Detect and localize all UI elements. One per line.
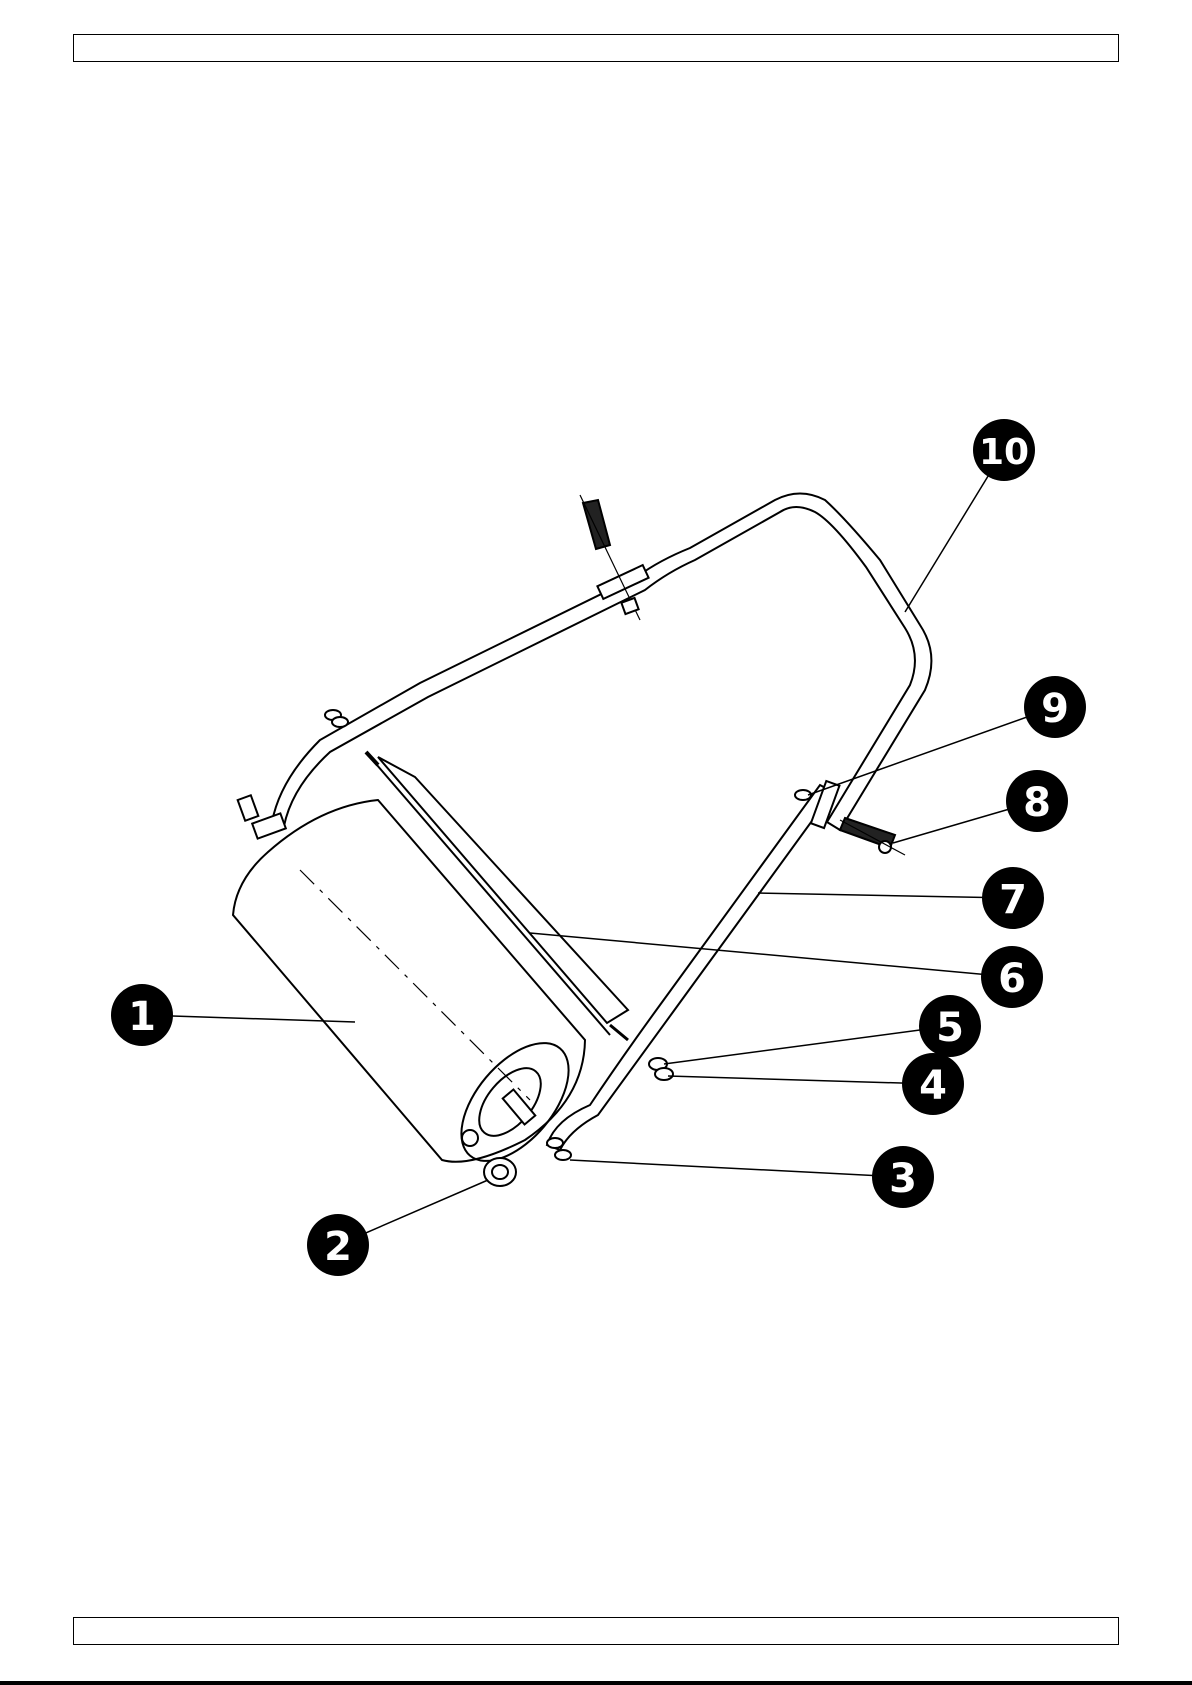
bottom-edge-rule xyxy=(0,1681,1192,1685)
callout-10: 10 xyxy=(973,419,1035,481)
svg-text:8: 8 xyxy=(1023,780,1051,826)
svg-text:5: 5 xyxy=(936,1005,964,1051)
svg-text:1: 1 xyxy=(128,994,156,1040)
page-footer-box xyxy=(73,1617,1119,1645)
callout-1: 1 xyxy=(111,984,173,1046)
svg-text:10: 10 xyxy=(979,432,1029,473)
callout-7: 7 xyxy=(982,867,1044,929)
svg-text:3: 3 xyxy=(889,1156,917,1202)
svg-text:2: 2 xyxy=(324,1224,352,1270)
svg-text:7: 7 xyxy=(999,877,1027,923)
callout-5: 5 xyxy=(919,995,981,1057)
callout-4: 4 xyxy=(902,1053,964,1115)
roller-drum xyxy=(233,800,589,1180)
callout-2: 2 xyxy=(307,1214,369,1276)
svg-text:9: 9 xyxy=(1041,686,1069,732)
callout-9: 9 xyxy=(1024,676,1086,738)
callout-6: 6 xyxy=(981,946,1043,1008)
lower-handle xyxy=(547,781,839,1150)
svg-text:6: 6 xyxy=(998,956,1026,1002)
svg-text:4: 4 xyxy=(919,1063,947,1109)
callout-3: 3 xyxy=(872,1146,934,1208)
callout-8: 8 xyxy=(1006,770,1068,832)
